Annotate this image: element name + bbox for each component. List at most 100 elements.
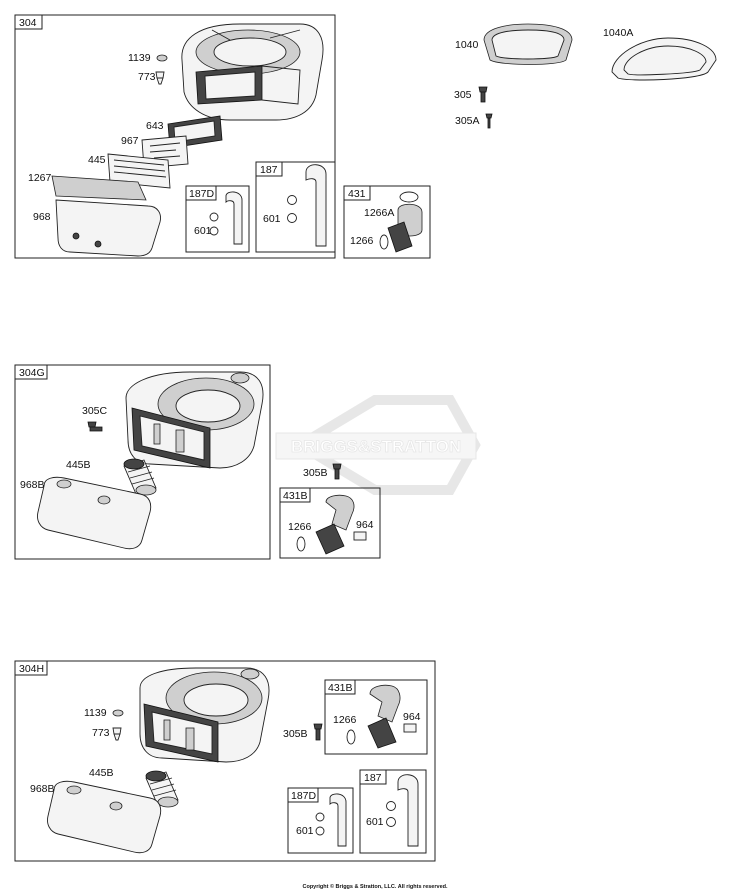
group-431b-h: 431B 1266 964 xyxy=(324,679,428,755)
label-305: 305 xyxy=(454,89,472,101)
cover-968b xyxy=(47,780,162,854)
label-968b: 968B xyxy=(20,479,45,491)
label-773-b: 773 xyxy=(92,727,110,739)
clamp-601 xyxy=(315,812,325,822)
clamp-601 xyxy=(386,801,396,811)
label-967: 967 xyxy=(121,135,139,147)
group-304h-title: 304H xyxy=(19,663,44,675)
group-187-h: 187 601 xyxy=(359,769,427,854)
bushing-964 xyxy=(353,531,367,541)
clamp-601 xyxy=(209,226,219,236)
cover-968b xyxy=(37,476,152,550)
group-304h-frame xyxy=(14,660,436,862)
group-431b-h-title: 431B xyxy=(328,682,353,694)
group-431-frame xyxy=(343,185,431,259)
elbow-431b xyxy=(369,684,401,723)
group-431b-mid: 305B 431B 1266 964 xyxy=(279,463,381,559)
tube-187d xyxy=(225,191,243,245)
filter-445b xyxy=(145,770,179,808)
cover-968 xyxy=(55,199,161,257)
group-187: 187 601 xyxy=(255,161,336,253)
screw-305b xyxy=(332,463,342,480)
loose-parts-top: 1040 1040A 305 305A xyxy=(454,23,717,129)
oring-1266 xyxy=(296,536,306,552)
label-305a: 305A xyxy=(455,115,480,127)
clamp-601 xyxy=(287,213,297,223)
label-1139-b: 1139 xyxy=(84,707,107,719)
label-1266-b: 1266 xyxy=(288,521,312,533)
group-304-frame xyxy=(14,14,336,259)
filter-445b xyxy=(123,458,157,496)
label-1139: 1139 xyxy=(128,52,151,64)
clamp-601 xyxy=(315,826,325,836)
group-187-h-title: 187 xyxy=(364,772,382,784)
oring-1266 xyxy=(346,729,356,745)
blower-housing-304g xyxy=(125,371,264,469)
group-187d: 187D 601 xyxy=(185,185,250,253)
screw-305 xyxy=(478,86,488,103)
oring-1266 xyxy=(379,234,389,250)
group-187d-h-frame xyxy=(287,787,354,854)
clamp-601 xyxy=(209,212,219,222)
group-304-tag xyxy=(14,14,43,30)
prefilter-1267 xyxy=(51,175,147,201)
label-445: 445 xyxy=(88,154,106,166)
label-601-d: 601 xyxy=(366,816,384,828)
label-964-b: 964 xyxy=(403,711,421,723)
copyright-notice: Copyright © Briggs & Stratton, LLC. All … xyxy=(302,884,448,890)
group-304: 304 1139 773 643 967 445 1267 xyxy=(14,14,336,259)
group-431b-h-frame xyxy=(324,679,428,755)
label-305b: 305B xyxy=(303,467,328,479)
label-601-b: 601 xyxy=(263,213,281,225)
label-1040: 1040 xyxy=(455,39,479,51)
fastener-773 xyxy=(155,71,165,85)
clamp-601 xyxy=(287,195,297,205)
tube-187d xyxy=(329,793,347,847)
label-601-a: 601 xyxy=(194,225,212,237)
fastener-773 xyxy=(112,727,122,741)
label-643: 643 xyxy=(146,120,164,132)
screw-305a xyxy=(485,113,493,129)
label-1266a: 1266A xyxy=(364,207,394,219)
label-773: 773 xyxy=(138,71,156,83)
group-431-title: 431 xyxy=(348,188,366,200)
tube-187 xyxy=(305,164,327,247)
group-187d-h: 187D 601 xyxy=(287,787,354,854)
brand-watermark: BRIGGS&STRATTON xyxy=(275,395,481,495)
label-968: 968 xyxy=(33,211,51,223)
screw-305c xyxy=(87,421,103,432)
label-1267: 1267 xyxy=(28,172,52,184)
label-445b-h: 445B xyxy=(89,767,114,779)
ring-screen-1040 xyxy=(483,23,573,65)
group-304h: 304H 1139 773 445B 968B 305B xyxy=(14,660,436,862)
tube-187 xyxy=(397,774,419,847)
label-964: 964 xyxy=(356,519,374,531)
screw-305b xyxy=(313,723,323,741)
clamp-601 xyxy=(386,817,396,827)
oring-1266a xyxy=(399,191,419,203)
elbow-431b xyxy=(325,494,355,531)
group-304g-title: 304G xyxy=(19,367,45,379)
watermark-text: BRIGGS&STRATTON xyxy=(291,437,461,456)
group-304-title: 304 xyxy=(19,17,37,29)
group-187d-frame xyxy=(185,185,250,253)
blower-housing xyxy=(181,23,324,121)
group-187d-title: 187D xyxy=(189,188,215,200)
washer-1139 xyxy=(112,709,124,717)
group-187-frame xyxy=(255,161,336,253)
washer-1139 xyxy=(156,54,168,62)
group-431b-title: 431B xyxy=(283,490,308,502)
group-187d-h-title: 187D xyxy=(291,790,317,802)
blower-housing-304h xyxy=(139,667,270,763)
label-601-c: 601 xyxy=(296,825,314,837)
group-431: 431 1266A 1266 xyxy=(343,185,431,259)
bushing-964 xyxy=(403,723,417,733)
group-304g-frame xyxy=(14,364,271,560)
label-1040a: 1040A xyxy=(603,27,633,39)
screen-cover-1040a xyxy=(611,37,717,81)
label-445b: 445B xyxy=(66,459,91,471)
group-304g: 304G 305C 445B 968B xyxy=(14,364,271,560)
label-1266: 1266 xyxy=(350,235,374,247)
label-968b-h: 968B xyxy=(30,783,55,795)
